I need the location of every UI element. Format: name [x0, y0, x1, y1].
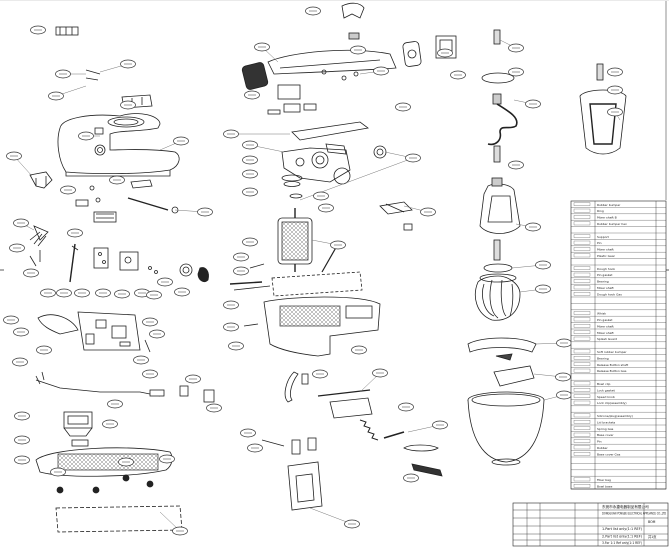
bom-part-code-box — [573, 324, 591, 328]
bom-part-code-box — [573, 240, 591, 245]
bom-part-name: Dough hook — [597, 267, 615, 271]
bom-part-name: Pin — [597, 440, 602, 444]
title-note-3: 3.For 1:1 Ref only(1:1 REF) — [602, 541, 642, 545]
bom-part-name: Pin gasket — [597, 273, 613, 277]
bom-part-name: Pin — [597, 241, 602, 245]
bom-part-code-box — [573, 432, 591, 437]
bom-part-name: Plastic Gear — [597, 254, 616, 258]
bom-part-code-box — [573, 381, 591, 386]
bom-part-code-box — [573, 215, 591, 219]
bom-part-name: Mixer shaft — [597, 286, 614, 290]
title-note-2: 2.Part list only(1:1 REF) — [602, 535, 642, 539]
bom-part-code-box — [573, 279, 591, 283]
bom-part-code-box — [573, 420, 591, 424]
sheet-label: 共1页 — [648, 534, 656, 539]
callout-tags — [3, 6, 623, 536]
company-name-en: DONGGUAN YONGJIE ELECTRICAL APPLIANCE CO… — [602, 512, 666, 516]
bom-part-code-box — [573, 330, 591, 334]
bom-part-name: Whisk — [597, 312, 606, 316]
bom-part-code-box — [573, 368, 591, 373]
bom-part-code-box — [573, 336, 591, 341]
company-name-cn: 东莞市永捷电器制品有限公司 — [602, 504, 649, 509]
bom-part-name: Base cover Gas — [597, 452, 621, 456]
bom-part-name: Lid brackets — [597, 420, 616, 424]
bom-part-code-box — [573, 439, 591, 443]
bom-part-code-box — [573, 317, 591, 322]
bom-part-code-box — [573, 272, 591, 277]
bom-part-code-box — [573, 253, 591, 258]
bom-part-name: Rubber bumper — [597, 203, 621, 207]
bom-part-name: Pin gasket — [597, 318, 613, 322]
bom-part-code-box — [573, 202, 591, 206]
bom-part-name: Bowl base — [597, 484, 612, 488]
bom-part-code-box — [573, 221, 591, 226]
bom-part-name: Rubber — [597, 446, 609, 450]
bom-part-name: Lock gasket — [597, 388, 616, 392]
center-assembly — [229, 2, 443, 511]
bom-part-name: Bearing — [597, 280, 609, 284]
bom-part-code-box — [573, 394, 591, 398]
bom-part-code-box — [573, 484, 591, 488]
bom-part-code-box — [573, 388, 591, 392]
bom-part-code-box — [573, 285, 591, 290]
left-assembly — [29, 26, 215, 533]
bom-part-code-box — [573, 413, 591, 418]
bom-part-name: Speed knob — [597, 395, 615, 399]
bom-part-name: Base cover — [597, 433, 614, 437]
bom-part-code-box — [573, 234, 591, 238]
bom-part-name: Mixer shaft — [597, 331, 614, 335]
bom-part-code-box — [573, 247, 591, 251]
drawing-name: BOM — [648, 520, 656, 524]
bom-part-name: Dough hook Gas — [597, 292, 622, 296]
bom-part-name: Silicone/plug(assembly) — [597, 414, 633, 418]
bom-part-code-box — [573, 311, 591, 315]
bom-part-code-box — [573, 477, 591, 482]
bom-part-name: Mixer shaft B — [597, 216, 617, 220]
title-block: 东莞市永捷电器制品有限公司 DONGGUAN YONGJIE ELECTRICA… — [512, 502, 669, 547]
bom-part-code-box — [573, 349, 591, 354]
bom-part-code-box — [573, 426, 591, 430]
bom-part-name: Bowl clip — [597, 382, 610, 386]
bom-part-name: Ring — [597, 209, 604, 213]
bom-part-name: Splash Guard — [597, 337, 617, 341]
bom-part-code-box — [573, 400, 591, 405]
bom-part-name: Rubber bumper hex — [597, 222, 627, 226]
bom-part-code-box — [573, 445, 591, 450]
bom-part-code-box — [573, 292, 591, 296]
title-note-1: 1.Part list only(1:1 REF) — [602, 527, 642, 531]
bom-part-name: Spring Gas — [597, 427, 614, 431]
bom-part-name: Mixer shaft — [597, 248, 614, 252]
bom-part-code-box — [573, 362, 591, 366]
bom-part-name: Release Button Gas — [597, 369, 627, 373]
bom-part-name: Lock clip(assembly) — [597, 401, 627, 405]
bom-part-name: Mixer shaft — [597, 324, 614, 328]
bom-part-name: Support — [597, 235, 610, 239]
bom-part-name: Fiber bag — [597, 478, 611, 482]
bom-part-code-box — [573, 208, 591, 213]
bom-part-name: Soft rubber bumper — [597, 350, 627, 354]
bom-part-name: Bearing — [597, 356, 609, 360]
bom-part-code-box — [573, 356, 591, 360]
bom-part-code-box — [573, 452, 591, 456]
bom-part-code-box — [573, 266, 591, 270]
bom-part-name: Release Button shaft — [597, 363, 629, 367]
